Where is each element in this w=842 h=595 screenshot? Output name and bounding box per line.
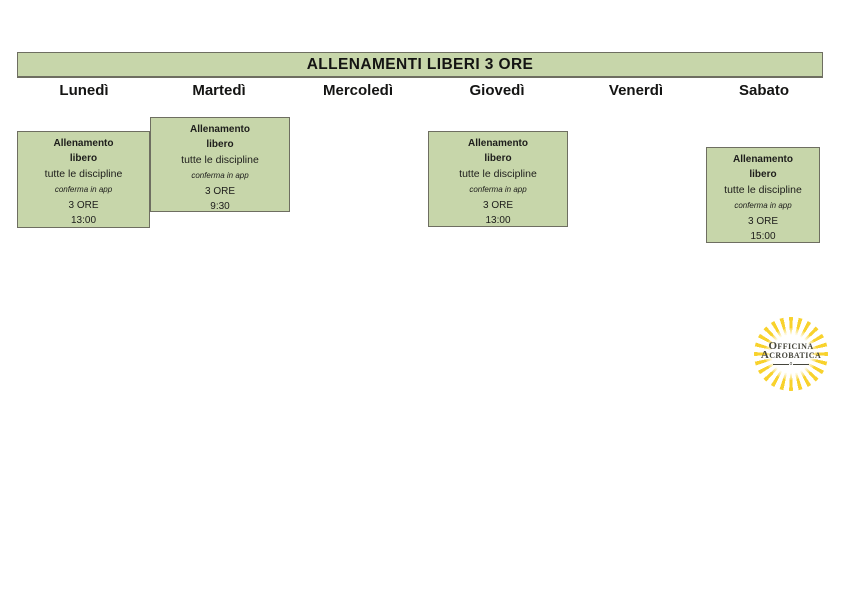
card-disciplines: tutte le discipline (44, 167, 123, 180)
card-title-line2: libero (69, 153, 98, 165)
card-time: 13:00 (70, 215, 97, 227)
card-note: conferma in app (469, 185, 527, 195)
card-note: conferma in app (191, 171, 249, 181)
card-duration: 3 ORE (747, 215, 778, 227)
card-duration: 3 ORE (204, 185, 235, 197)
day-header-sabato: Sabato (738, 82, 790, 99)
card-duration: 3 ORE (68, 199, 99, 211)
card-time: 15:00 (750, 231, 776, 243)
card-title-line2: libero (206, 139, 234, 151)
day-header-martedi: Martedì (192, 82, 246, 99)
card-disciplines: tutte le discipline (724, 183, 802, 196)
day-header-venerdi: Venerdì (608, 82, 664, 99)
sunburst-logo: OFFICINA ACROBATICA ɞ (754, 317, 828, 391)
day-header-giovedi: Giovedì (469, 82, 525, 99)
training-card-lunedi: Allenamento libero tutte le discipline c… (17, 131, 150, 228)
card-note: conferma in app (734, 201, 792, 211)
training-card-giovedi: Allenamento libero tutte le discipline c… (428, 131, 568, 227)
card-duration: 3 ORE (482, 199, 513, 211)
card-time: 9:30 (210, 201, 230, 212)
logo-wordmark: OFFICINA ACROBATICA ɞ (761, 342, 821, 367)
training-card-martedi: Allenamento libero tutte le discipline c… (150, 117, 290, 212)
page-title: ALLENAMENTI LIBERI 3 ORE (306, 55, 534, 73)
card-title-line1: Allenamento (467, 138, 528, 149)
card-time: 13:00 (485, 215, 511, 227)
card-disciplines: tutte le discipline (459, 167, 537, 180)
card-title-line2: libero (749, 169, 777, 181)
card-disciplines: tutte le discipline (181, 153, 259, 166)
card-title-line1: Allenamento (53, 138, 114, 149)
logo-flourish-icon: ɞ (761, 361, 821, 367)
card-note: conferma in app (54, 185, 113, 195)
card-title-line1: Allenamento (189, 124, 250, 135)
card-title-line1: Allenamento (732, 154, 793, 165)
title-banner: ALLENAMENTI LIBERI 3 ORE (17, 52, 823, 78)
day-header-mercoledi: Mercoledì (322, 82, 394, 99)
card-title-line2: libero (484, 153, 512, 165)
day-header-lunedi: Lunedì (59, 82, 109, 99)
logo-text-officina: OFFICINA (768, 339, 814, 352)
training-card-sabato: Allenamento libero tutte le discipline c… (706, 147, 820, 243)
logo-text-acrobatica: ACROBATICA (760, 348, 822, 361)
